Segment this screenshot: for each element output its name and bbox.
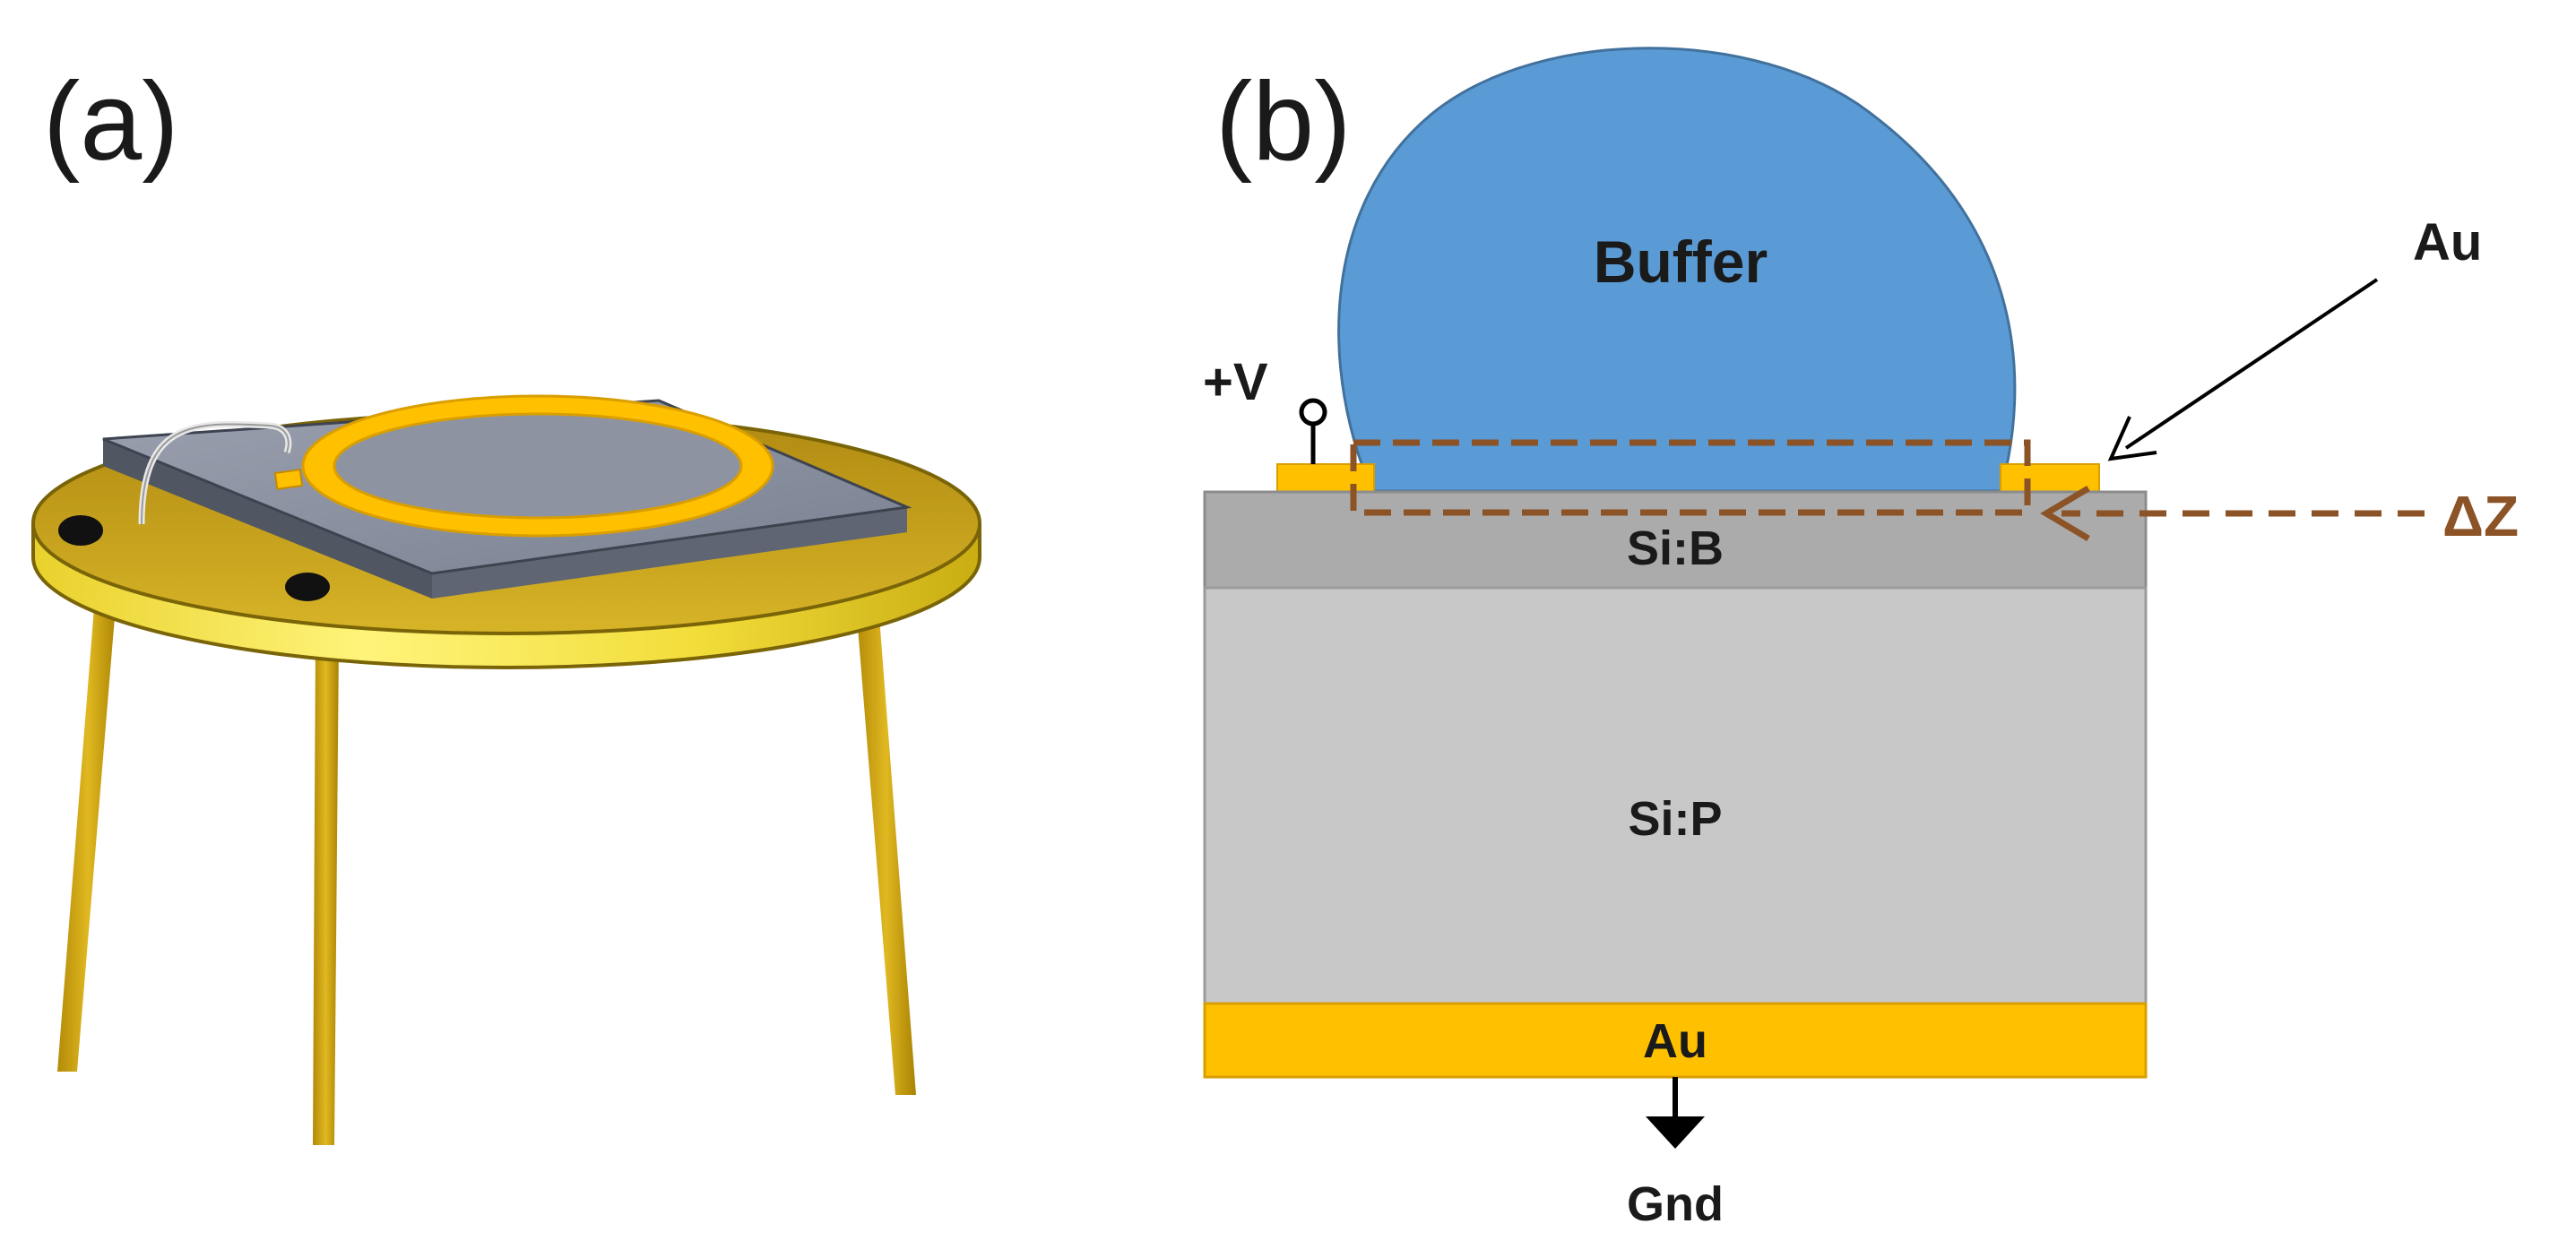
- ground-arrow-icon: [1646, 1116, 1705, 1149]
- voltage-terminal-icon: [1299, 398, 1327, 427]
- panel-b: (b) Buffer Si:B Si:P Au Gnd +V ΔZ Au: [1203, 47, 2519, 1231]
- au-pointer-arrowhead-icon: [2107, 416, 2157, 461]
- au-contact-right: [2000, 463, 2100, 494]
- bond-pad: [273, 469, 304, 490]
- delta-z-dashed-box: [1350, 439, 2031, 516]
- au-back-contact: [1203, 1002, 2148, 1079]
- au-back-label: Au: [1643, 1014, 1707, 1068]
- delta-z-label: ΔZ: [2442, 484, 2519, 548]
- solder-pad-middle: [285, 573, 330, 601]
- pin-middle: [313, 643, 339, 1145]
- buffer-label: Buffer: [1594, 228, 1768, 295]
- ground-label: Gnd: [1627, 1177, 1724, 1231]
- panel-b-label: (b): [1215, 60, 1352, 184]
- au-contact-left: [1276, 463, 1375, 494]
- si-p-substrate: [1203, 586, 2148, 1005]
- pin-right: [856, 605, 916, 1095]
- si-b-layer: [1203, 490, 2148, 590]
- panel-a: (a): [31, 60, 981, 1145]
- chip-side: [103, 439, 432, 599]
- si-b-label: Si:B: [1627, 521, 1724, 575]
- header-pins: [57, 573, 916, 1145]
- chip-front: [432, 507, 907, 599]
- si-p-label: Si:P: [1628, 792, 1722, 846]
- sensor-chip: [102, 394, 912, 599]
- au-pointer-arrow: [2124, 278, 2379, 450]
- delta-z-arrowhead-icon: [2040, 485, 2090, 542]
- pin-left: [57, 573, 118, 1072]
- solder-pad-left: [58, 515, 103, 546]
- au-top-label: Au: [2413, 213, 2482, 271]
- voltage-label: +V: [1203, 353, 1268, 411]
- gold-ring-inner: [333, 412, 743, 520]
- buffer-droplet: [1337, 47, 2017, 493]
- panel-a-label: (a): [43, 60, 179, 184]
